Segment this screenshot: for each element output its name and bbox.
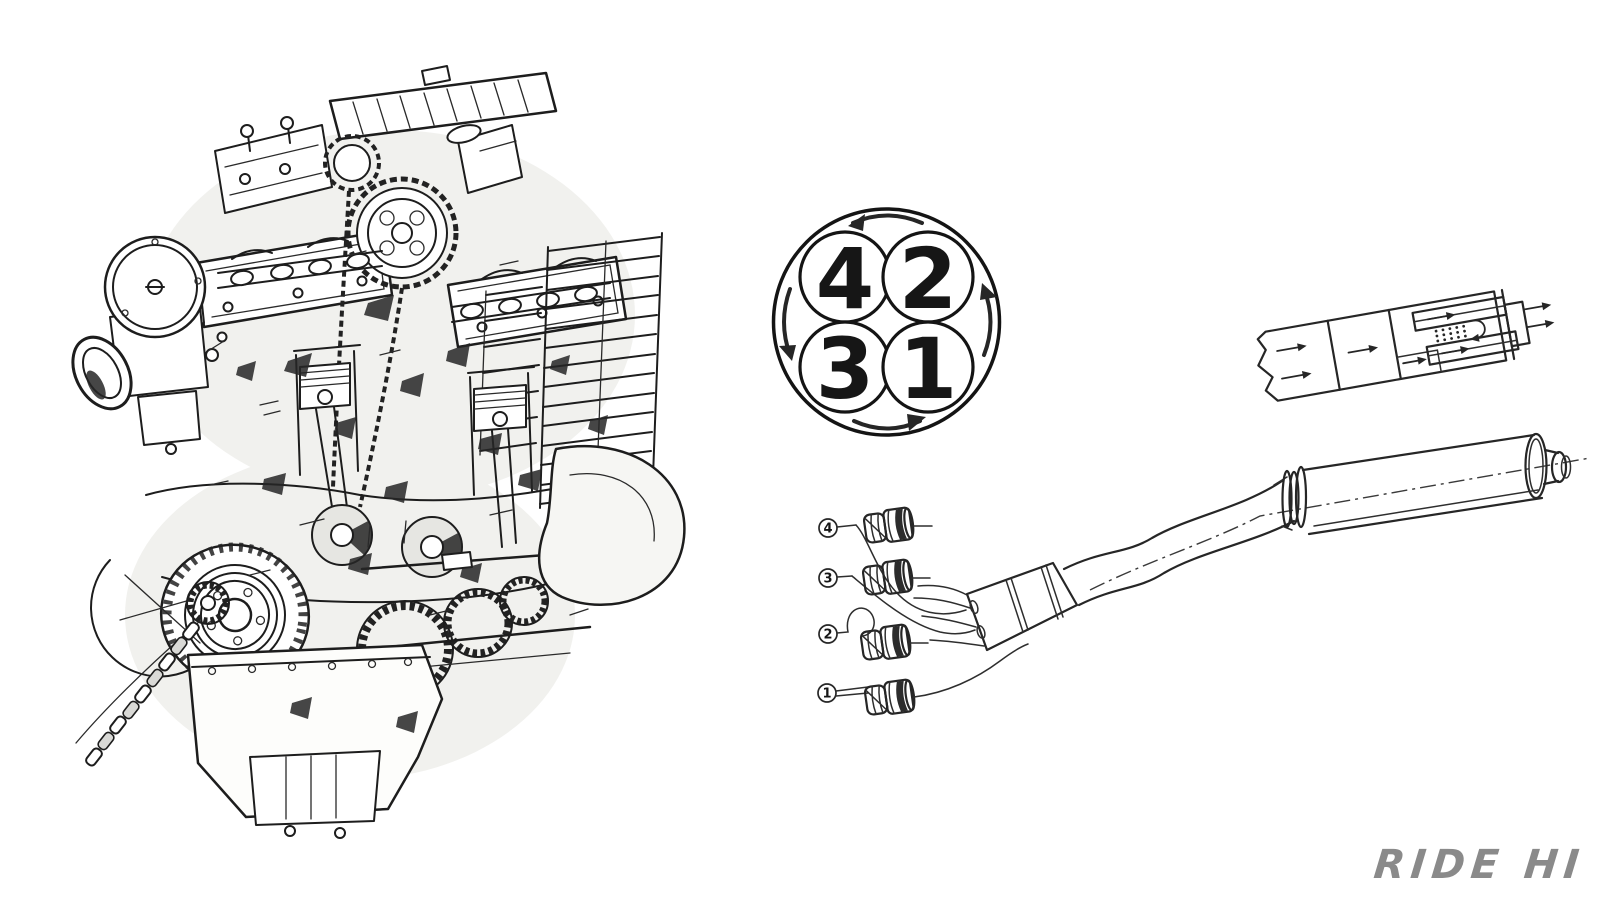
cylinder-1-circle: 1 — [881, 320, 975, 418]
cylinder-2-label: 2 — [899, 230, 957, 328]
camshafts — [217, 250, 611, 323]
intake-horn — [71, 335, 133, 411]
pipe-collar — [861, 505, 917, 547]
part-number-3: 3 — [823, 572, 832, 587]
pipe-collar — [862, 677, 918, 719]
pistons-and-cylinders — [293, 344, 535, 548]
part-number-2: 2 — [823, 628, 832, 643]
pipe-collar — [858, 622, 914, 664]
part-number-1: 1 — [822, 687, 831, 702]
gas-flow-arrows — [1276, 302, 1555, 380]
watermark-logo: RIDE HI — [1371, 842, 1596, 888]
cylinder-3-label: 3 — [816, 320, 874, 418]
perforation-dots — [1434, 324, 1467, 343]
engine-cutaway-illustration — [71, 65, 686, 839]
part-callout-2: 2 — [818, 607, 929, 664]
cylinder-4-circle: 4 — [798, 230, 892, 328]
cylinder-firing-order-diagram: 4 2 3 1 — [771, 207, 1002, 437]
cam-housing — [214, 116, 333, 214]
exhaust-part-callouts: 4 3 2 1 — [817, 505, 1029, 719]
cutaway-shading — [236, 295, 608, 733]
exhaust-system-illustration: 4 3 2 1 — [817, 288, 1591, 719]
rotation-arrows — [779, 213, 997, 431]
exhaust-collector — [965, 561, 1079, 652]
muffler-cutaway-diagram — [1256, 288, 1555, 402]
drive-chain — [75, 581, 230, 767]
cylinder-4-label: 4 — [816, 230, 874, 328]
part-number-4: 4 — [823, 522, 832, 537]
cylinder-3-circle: 3 — [798, 320, 892, 418]
part-callout-1: 1 — [817, 643, 1029, 719]
centerline — [1089, 457, 1591, 591]
cam-cover-ribbed-bar — [328, 65, 558, 141]
cylinder-2-circle: 2 — [881, 230, 975, 328]
side-cover — [537, 444, 686, 606]
cylinder-1-label: 1 — [899, 320, 957, 418]
watermark-text: RIDE HI — [1371, 842, 1588, 888]
header-pipes — [913, 584, 985, 647]
muffler — [1273, 432, 1572, 536]
ignition-housing — [446, 124, 523, 194]
part-callout-4: 4 — [818, 505, 967, 615]
oil-pan — [186, 643, 444, 839]
cam-chain-sprocket — [323, 134, 459, 508]
part-callout-3: 3 — [818, 557, 976, 635]
detail-strokes — [209, 250, 589, 616]
exhaust-pipe — [1062, 479, 1296, 607]
carburetor — [71, 235, 228, 455]
